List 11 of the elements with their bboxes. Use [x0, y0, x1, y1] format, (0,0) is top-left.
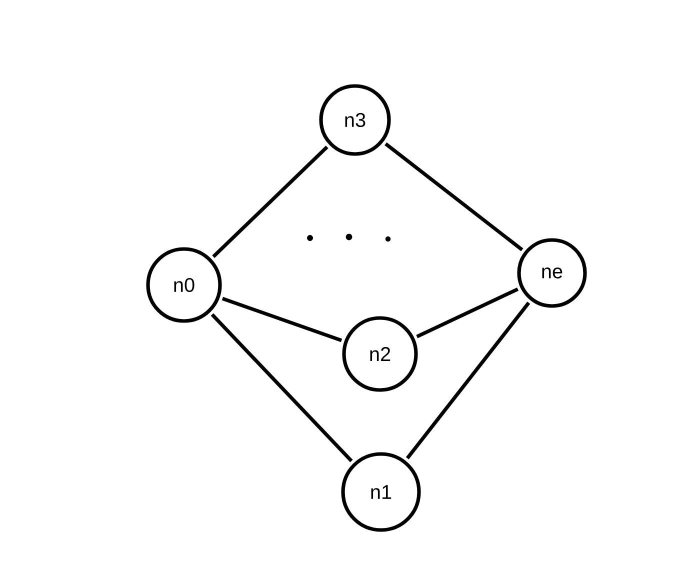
circle-node: n1: [341, 452, 421, 532]
circle-node: ne: [517, 238, 587, 308]
connector-line: [384, 142, 524, 252]
connector-line: [222, 296, 342, 342]
connector-line: [406, 302, 530, 460]
circle-node: n2: [342, 316, 418, 392]
connector-line: [416, 287, 519, 338]
connector-line: [210, 313, 353, 462]
circle-node: n3: [319, 84, 391, 156]
connector-line: [212, 146, 328, 258]
circle-node: n0: [146, 247, 222, 323]
